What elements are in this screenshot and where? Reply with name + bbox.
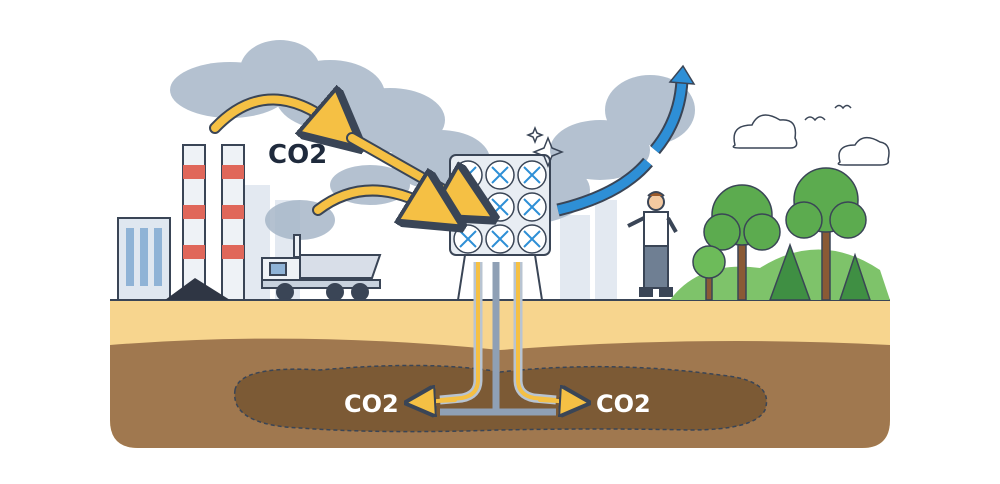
chimney-right [221, 144, 245, 301]
dump-truck [261, 234, 382, 301]
tree-large-1 [703, 184, 781, 301]
factory-building [117, 217, 171, 301]
injection-pipes [439, 262, 557, 416]
underground-right-co2-label: CO2 [596, 390, 651, 418]
bird-icon [804, 104, 852, 122]
air-capture-unit [449, 154, 551, 301]
pine-tree [768, 242, 872, 301]
sparkle-icon [525, 125, 565, 169]
underground-left-co2-label: CO2 [344, 390, 399, 418]
tree-small [692, 245, 726, 301]
person-figure [627, 191, 678, 297]
coal-pile [165, 278, 230, 300]
chimney-left [182, 144, 206, 301]
sky-co2-label: CO2 [268, 140, 327, 170]
cloud-icon [732, 114, 890, 166]
co2-reservoir [234, 364, 768, 433]
clean-air-arrow [556, 64, 696, 217]
co2-flow-arrows [209, 99, 575, 402]
tree-large-2 [785, 167, 867, 301]
